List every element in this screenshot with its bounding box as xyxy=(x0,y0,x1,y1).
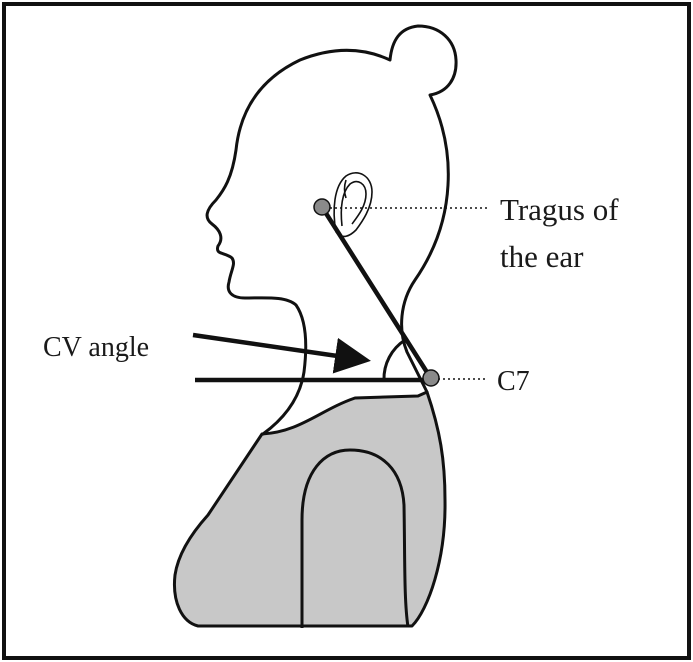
tragus-to-c7-line xyxy=(319,204,433,380)
c7-label: C7 xyxy=(497,366,530,397)
cv-angle-arrow xyxy=(192,332,371,374)
cv-angle-arc xyxy=(382,338,406,381)
cv-angle-label: CV angle xyxy=(43,332,149,363)
c7-landmark xyxy=(422,369,440,387)
head-silhouette xyxy=(205,24,458,436)
torso-shape xyxy=(172,390,447,628)
tragus-landmark xyxy=(313,198,331,216)
arm-outline xyxy=(300,448,410,628)
ear-icon xyxy=(333,172,373,238)
tragus-label-line2: the ear xyxy=(500,239,584,274)
tragus-label-line1: Tragus of xyxy=(500,192,619,227)
